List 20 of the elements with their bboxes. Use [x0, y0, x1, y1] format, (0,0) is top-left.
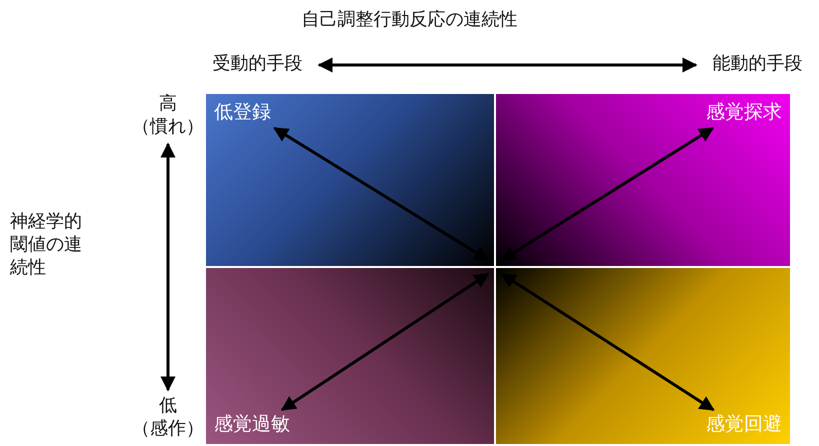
axis-end-label: 高（慣れ）: [128, 92, 208, 140]
double-arrow: [318, 58, 698, 72]
quadrant-panel: [496, 268, 790, 444]
double-arrow: [273, 126, 490, 262]
double-arrow: [500, 126, 714, 262]
axis-end-label: 受動的手段: [200, 52, 315, 78]
diagram-title: 自己調整行動反応の連続性: [300, 8, 518, 31]
axis-end-label: 能動的手段: [700, 52, 815, 78]
double-arrow: [160, 142, 176, 392]
quadrant-panel: [206, 268, 494, 444]
quadrant-label: 感覚探求: [692, 100, 782, 126]
quadrant-panel: [496, 94, 790, 266]
quadrant-panel: [206, 94, 494, 266]
axis-title: 神経学的閾値の連続性: [10, 210, 83, 279]
quadrant-label: 感覚回避: [692, 412, 782, 438]
quadrant-label: 低登録: [214, 100, 286, 126]
quadrant-label: 感覚過敏: [214, 412, 304, 438]
double-arrow: [500, 272, 715, 412]
double-arrow: [280, 272, 490, 412]
axis-end-label: 低（感作）: [128, 394, 208, 442]
